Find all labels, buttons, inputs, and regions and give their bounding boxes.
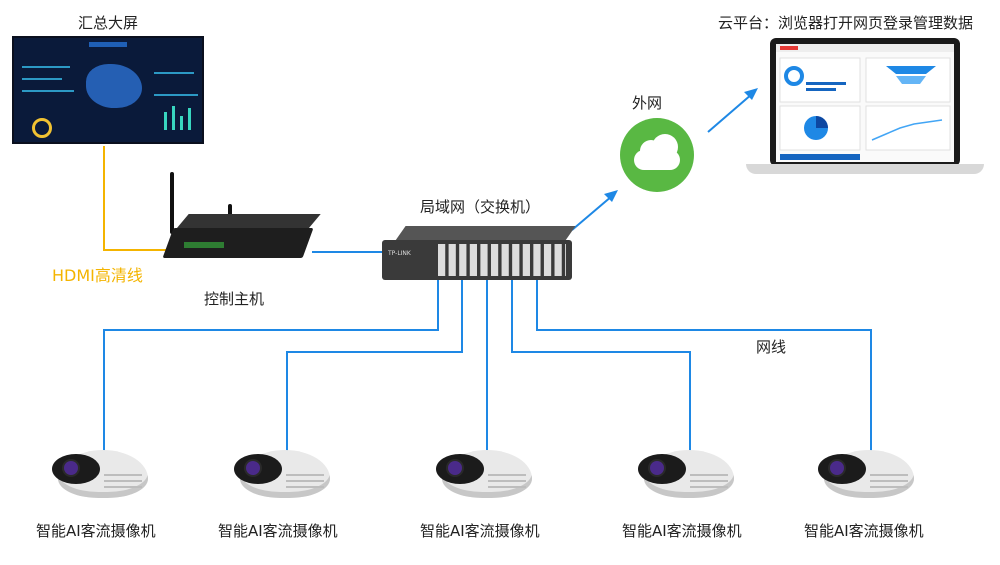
camera-cable-2 [286, 272, 463, 452]
cloud-platform-label: 云平台：浏览器打开网页登录管理数据 [718, 14, 974, 32]
camera-lens-icon [650, 461, 664, 475]
cloud-laptop-arrow [707, 93, 753, 133]
camera-5 [818, 444, 914, 500]
network-cable-label: 网线 [756, 338, 787, 356]
camera-lens-icon [64, 461, 78, 475]
camera-lens-icon [830, 461, 844, 475]
dashboard-label: 汇总大屏 [78, 14, 139, 32]
external-net-label: 外网 [632, 94, 663, 112]
camera-label-3: 智能AI客流摄像机 [420, 522, 540, 540]
camera-label-2: 智能AI客流摄像机 [218, 522, 338, 540]
lan-switch: TP-LINK [382, 226, 576, 280]
hdmi-cable [103, 146, 170, 251]
lan-switch-label: 局域网（交换机） [420, 198, 541, 216]
camera-lens-icon [448, 461, 462, 475]
switch-brand: TP-LINK [388, 250, 411, 257]
camera-cable-4 [511, 272, 691, 452]
controller-label: 控制主机 [204, 290, 265, 308]
camera-label-4: 智能AI客流摄像机 [622, 522, 742, 540]
laptop [746, 36, 984, 176]
cloud-platform-screen [776, 44, 954, 162]
camera-lens-icon [246, 461, 260, 475]
camera-cable-5 [536, 272, 872, 452]
camera-3 [436, 444, 532, 500]
camera-label-1: 智能AI客流摄像机 [36, 522, 156, 540]
camera-label-5: 智能AI客流摄像机 [804, 522, 924, 540]
hdmi-label: HDMI高清线 [52, 266, 143, 285]
camera-cable-1 [103, 272, 439, 452]
switch-cloud-arrow [571, 195, 613, 231]
cloud-icon [620, 118, 694, 192]
camera-1 [52, 444, 148, 500]
controller-host [162, 168, 321, 278]
summary-dashboard-screen [12, 36, 204, 144]
camera-4 [638, 444, 734, 500]
camera-2 [234, 444, 330, 500]
